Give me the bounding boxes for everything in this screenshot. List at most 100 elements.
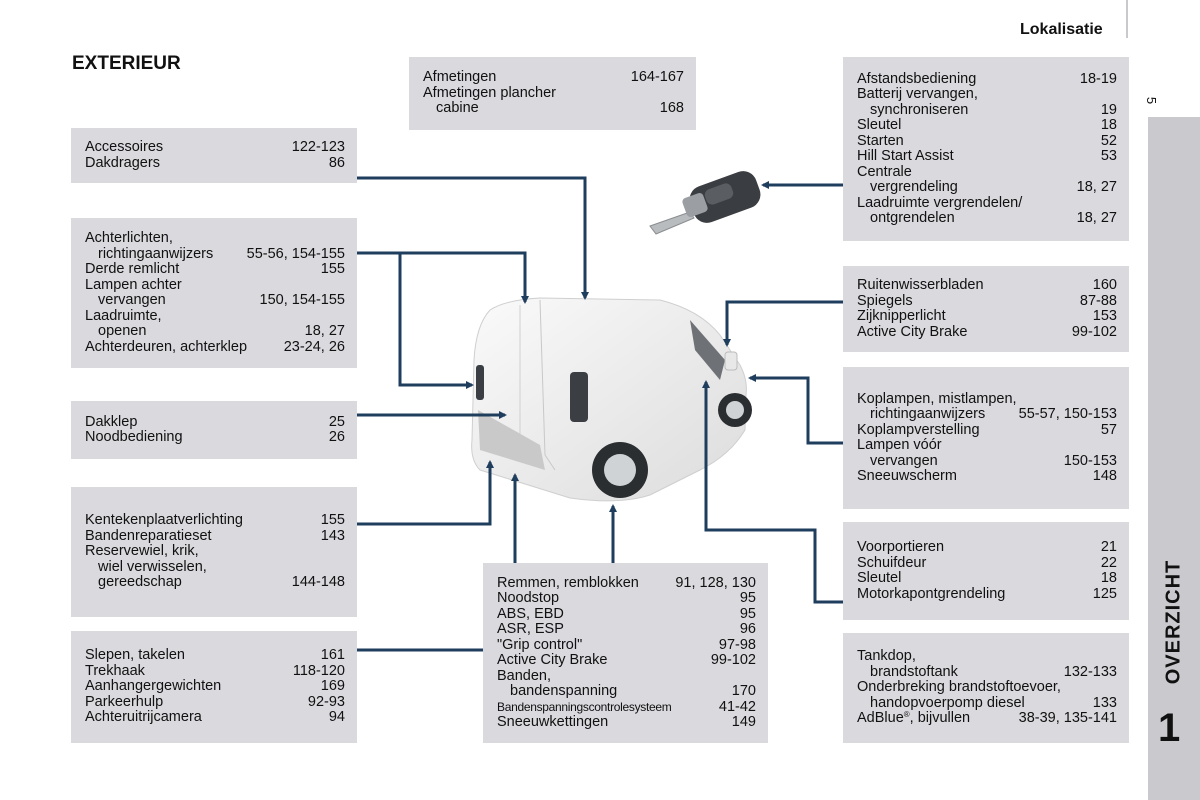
entry-page-ref: 95 (739, 605, 756, 622)
entry-page-ref: 144-148 (291, 574, 345, 591)
entry-topic: ABS, EBD (497, 605, 564, 622)
entry-topic: AdBlue®, bijvullen (857, 710, 971, 727)
entry-page-ref: 143 (320, 527, 345, 544)
index-entry: Afmetingen 164-167 (423, 70, 684, 86)
index-entry: Koplampverstelling 57 (857, 421, 1117, 439)
entry-topic: Sneeuwkettingen (497, 714, 609, 730)
entry-topic: Active City Brake (497, 652, 608, 668)
entry-page-ref: 18, 27 (1076, 210, 1117, 226)
index-entry: Achterlichten, (85, 230, 345, 247)
index-entry: Aanhangergewichten 169 (85, 679, 345, 695)
entry-topic: Dakklep (85, 413, 138, 430)
entry-page-ref: 22 (1100, 554, 1117, 571)
key-illustration (649, 171, 761, 235)
entry-topic: vervangen (98, 292, 166, 308)
page-header-title: Lokalisatie (1020, 21, 1103, 38)
entry-topic: wiel verwisselen, (98, 558, 207, 575)
entry-page-ref: 132-133 (1063, 663, 1117, 680)
entry-page-ref: 96 (739, 621, 756, 637)
box-achterlichten: Achterlichten,richtingaanwijzers 55-56, 1… (71, 218, 357, 368)
index-entry: Lampen achter (85, 277, 345, 294)
entry-topic: Afstandsbediening (857, 70, 977, 87)
entry-topic: ontgrendelen (870, 210, 955, 226)
entry-page-ref: 148 (1092, 468, 1117, 484)
line-voorportieren (702, 380, 843, 604)
index-entry: Afstandsbediening 18-19 (857, 70, 1117, 88)
entry-page-ref: 18-19 (1079, 70, 1117, 87)
entry-topic: Afmetingen (423, 69, 497, 86)
entry-page-ref: 26 (328, 429, 345, 445)
index-entry: Sneeuwscherm 148 (857, 468, 1117, 485)
entry-page-ref: 55-56, 154-155 (246, 245, 345, 262)
entry-page-ref: 91, 128, 130 (675, 574, 756, 591)
entry-topic: Koplampverstelling (857, 421, 980, 438)
index-entry: Sneeuwkettingen 149 (497, 714, 756, 731)
entry-page-ref: 38-39, 135-141 (1018, 710, 1117, 727)
entry-page-ref: 149 (731, 714, 756, 730)
entry-topic: Hill Start Assist (857, 148, 954, 164)
entry-page-ref: 25 (328, 413, 345, 430)
entry-topic: Trekhaak (85, 662, 145, 679)
index-entry: Dakklep 25 (85, 413, 345, 431)
entry-page-ref: 23-24, 26 (283, 338, 345, 355)
entry-topic: richtingaanwijzers (98, 245, 214, 262)
entry-page-ref: 57 (1100, 421, 1117, 438)
entry-topic: Active City Brake (857, 323, 968, 340)
entry-page-ref: 94 (328, 709, 345, 726)
entry-topic: Tankdop, (857, 648, 916, 665)
registered-mark: ® (903, 710, 910, 720)
entry-topic: Banden, (497, 667, 552, 684)
entry-topic: Onderbreking brandstoftoevoer, (857, 679, 1061, 696)
entry-topic: Schuifdeur (857, 554, 927, 571)
entry-topic: Afmetingen plancher (423, 84, 556, 101)
index-entry: Afmetingen plancher (423, 84, 684, 102)
entry-topic: Spiegels (857, 292, 913, 309)
entry-topic: Sneeuwscherm (857, 468, 957, 484)
entry-page-ref: 155 (320, 261, 345, 277)
entry-page-ref: 55-57, 150-153 (1018, 406, 1117, 422)
section-title: EXTERIEUR (72, 53, 181, 74)
windshield (690, 320, 725, 380)
entry-topic: Koplampen, mistlampen, (857, 390, 1017, 407)
entry-topic: handopvoerpomp diesel (870, 694, 1025, 711)
entry-topic: Aanhangergewichten (85, 678, 222, 695)
tail-light-right (570, 372, 588, 422)
entry-topic: Bandenspanningscontrolesysteem (497, 699, 672, 714)
entry-topic: Dakdragers (85, 154, 160, 171)
line-achterlichten-side (398, 253, 474, 389)
entry-page-ref: 92-93 (307, 693, 345, 710)
line-accessoires (357, 176, 589, 300)
entry-topic: gereedschap (98, 574, 182, 591)
entry-topic-suffix: , bijvullen (909, 710, 971, 727)
entry-page-ref: 169 (320, 678, 345, 695)
index-entry: Lampen vóór (857, 437, 1117, 454)
entry-topic: Achterlichten, (85, 230, 173, 246)
entry-page-ref: 164-167 (630, 69, 684, 86)
entry-topic: Slepen, takelen (85, 647, 185, 664)
chapter-number: 1 (1158, 706, 1181, 750)
index-entry: ontgrendelen 18, 27 (857, 210, 1117, 227)
entry-topic: Remmen, remblokken (497, 574, 639, 591)
